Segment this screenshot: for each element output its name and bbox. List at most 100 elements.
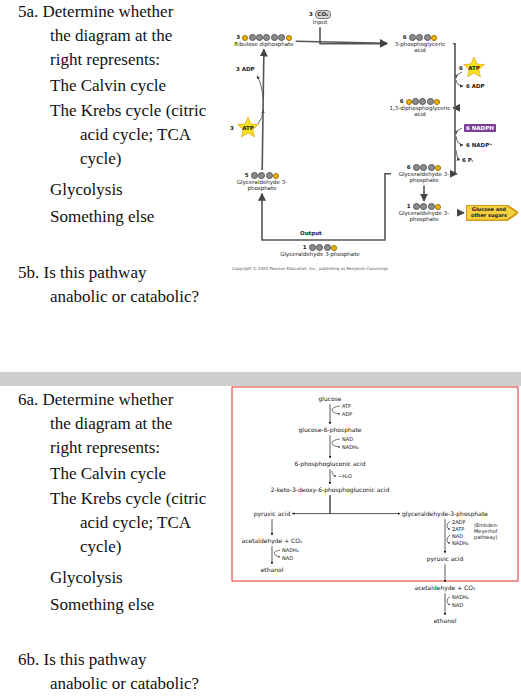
carbon-circle (256, 34, 263, 41)
phosphate-circle (273, 173, 279, 179)
count-number: 6 (407, 164, 411, 170)
molecule-node: 63-phosphoglyceric acid (389, 34, 451, 54)
pathway-arrow (296, 41, 387, 43)
metabolite: ethanol (261, 566, 284, 573)
molecule-name: 1,3-diphosphoglyceric acid (389, 105, 451, 118)
metabolite-name: glyceraldehyde-3-phosphate (402, 510, 488, 517)
phosphate-circle (435, 204, 441, 210)
carbon-circle (428, 203, 435, 210)
answer-option: The Calvin cycle (50, 74, 220, 98)
molecule-node: 3Ribulose diphosphate (234, 34, 293, 47)
cofactor-label: 6 ADP (466, 83, 485, 90)
cofactor-label: NADH₂ (452, 540, 469, 546)
carbon-circle (413, 203, 420, 210)
count-number: 5 (245, 172, 249, 178)
atp-star (464, 57, 485, 77)
pathway-arrow (445, 564, 446, 582)
count-number: 3 (230, 125, 234, 132)
output-molecule: 1Glyceraldehyde 3-phosphate (280, 244, 359, 257)
count-number: 6 (403, 34, 407, 40)
cofactor-label: NAD (452, 533, 463, 539)
product-name: Glucose and other sugars (469, 207, 509, 219)
copyright-note: Copyright © 2004 Pearson Education, Inc.… (232, 266, 388, 271)
cofactor-label: 3 ADP (236, 66, 255, 73)
side-arrows (274, 406, 450, 605)
carbon-circle (420, 164, 427, 171)
pathway-note: (Embden-Meyerhof pathway) (474, 522, 516, 540)
pathway-arrow (453, 44, 455, 108)
carbon-circle (271, 34, 278, 41)
molecule-formula: CO₂ (315, 10, 331, 19)
question-text: 5a. Determine whether the diagram at the… (18, 0, 190, 72)
metabolite-name: 6-phosphogluconic acid (294, 460, 365, 467)
molecule-name: Ribulose diphosphate (234, 41, 293, 47)
pathway-arrow (453, 108, 457, 174)
count-number: 1 (303, 244, 307, 250)
atp-star (238, 117, 259, 137)
molecule-node: 6Glyceraldehyde 3-phosphate (393, 164, 455, 184)
carbon-circle (309, 244, 316, 251)
cofactor-label: 6 NADP⁺ (466, 142, 492, 149)
molecule-name: Glyceraldehyde 3-phosphate (393, 171, 455, 184)
carbon-circle (419, 98, 426, 105)
cofactor-label: NAD (342, 436, 353, 442)
phosphate-circle (286, 35, 292, 41)
metabolite-name: ethanol (434, 617, 457, 624)
molecule-row: 6 (389, 34, 451, 41)
phosphate-circle (435, 165, 441, 171)
carbon-circle (263, 34, 270, 41)
pathway-arrow (262, 49, 264, 170)
metabolite-name: 2-keto-3-deoxy-6-phosphogluconic acid (271, 486, 389, 493)
carbon-circle (416, 34, 423, 41)
molecule-row: 6 (393, 164, 455, 171)
pathway-arrow (445, 593, 446, 615)
molecule-row: 6 (389, 98, 451, 105)
cofactor-label: ADP (342, 411, 352, 417)
divider-band (0, 372, 521, 386)
metabolite-name: acetaldehyde + CO₂ (242, 537, 303, 544)
answer-option: Something else (50, 593, 220, 617)
answer-option: The Calvin cycle (50, 462, 220, 486)
carbon-circle (428, 164, 435, 171)
carbon-circle (249, 34, 256, 41)
product-arrow: Glucose and other sugars (466, 205, 518, 221)
metabolite-name: ethanol (261, 566, 284, 573)
molecule-name: Glyceraldehyde 3-phosphate (393, 210, 455, 223)
highlight-frame (232, 387, 518, 581)
output-molecule: 1Glyceraldehyde 3-phosphate (393, 203, 455, 223)
molecule-name: Glyceraldehyde 3-phosphate (231, 179, 293, 192)
cofactor-label: ATP (342, 403, 351, 409)
metabolite: acetaldehyde + CO₂ (242, 537, 303, 544)
question-text: 6b. Is this pathway anabolic or cataboli… (18, 648, 202, 696)
cofactor-label: NADH₂ (342, 444, 359, 450)
pathway-arrow (457, 212, 464, 214)
phosphate-circle (331, 245, 337, 251)
cofactor-label: 6 Pᵢ (462, 157, 473, 164)
carbon-circle (427, 98, 434, 105)
cofactor-label: −H₂O (338, 473, 352, 479)
molecule-node: 5Glyceraldehyde 3-phosphate (231, 172, 293, 192)
cofactor-label: NADH₂ (282, 547, 299, 553)
molecule-name: Glyceraldehyde 3-phosphate (280, 251, 359, 257)
count-number: 6 (400, 98, 404, 104)
input-label: Input (309, 19, 331, 25)
answer-option: Glycolysis (50, 566, 220, 590)
question-text: 6a. Determine whether the diagram at the… (18, 388, 190, 460)
phosphate-circle (242, 35, 248, 41)
metabolite: glyceraldehyde-3-phosphate (402, 510, 488, 517)
cofactor-label: NADH₂ (452, 594, 469, 600)
molecule-row: 5 (231, 172, 293, 179)
carbon-circle (258, 172, 265, 179)
carbon-circle (409, 34, 416, 41)
question-text: 5b. Is this pathway anabolic or cataboli… (18, 261, 202, 309)
cofactor-label: NAD (452, 602, 463, 608)
metabolite: pyruvic acid (427, 555, 464, 562)
molecule-row: 1 (393, 203, 455, 210)
carbon-circle (324, 244, 331, 251)
metabolite: glucose-6-phosphate (299, 426, 362, 433)
molecule-node: 61,3-diphosphoglyceric acid (389, 98, 451, 118)
phosphate-circle (434, 99, 440, 105)
metabolite-name: pyruvic acid (427, 555, 464, 562)
count-number: 6 (459, 65, 463, 72)
